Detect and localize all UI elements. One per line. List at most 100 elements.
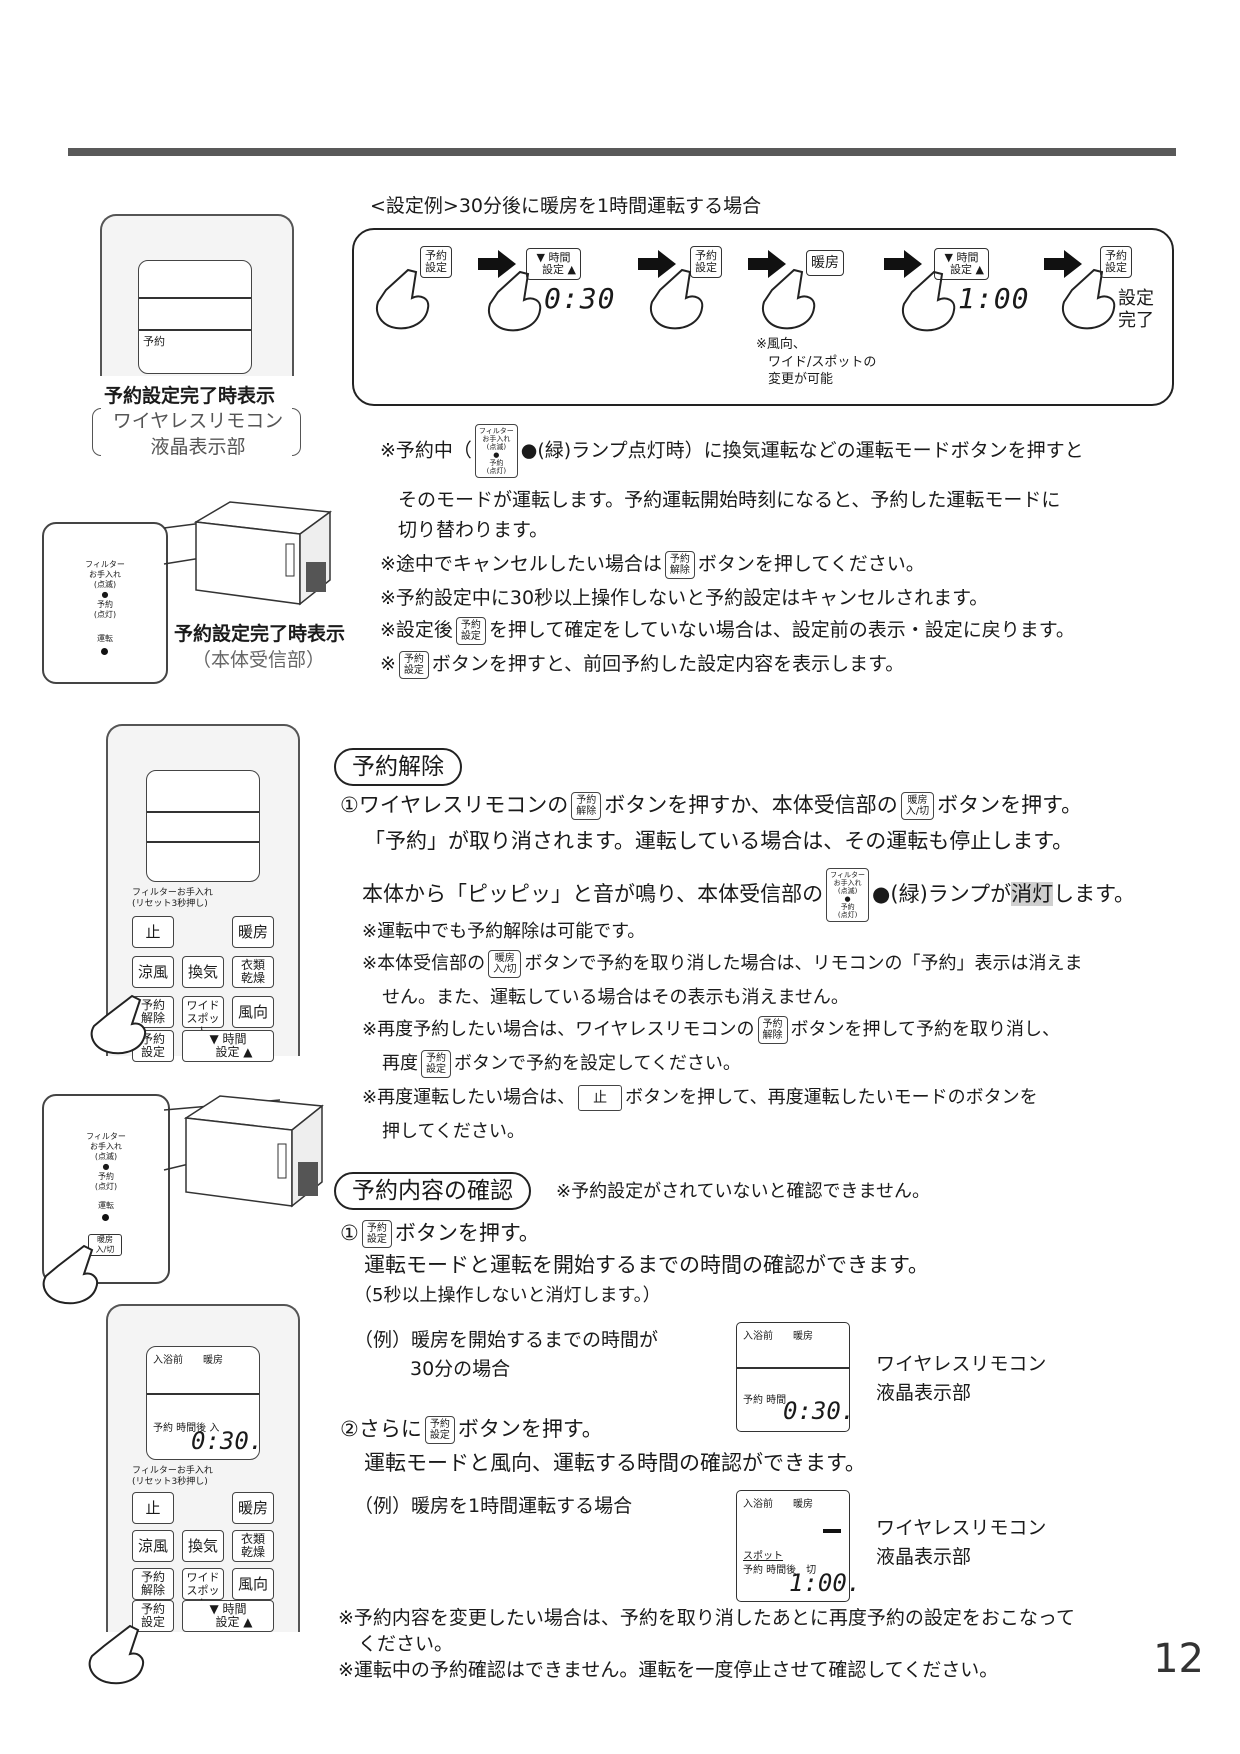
flow-key-reserve-set: 予約 設定 bbox=[420, 246, 452, 278]
hand-press-icon bbox=[650, 268, 704, 330]
remote-lcd bbox=[146, 770, 260, 882]
note-previous: ※予約 設定ボタンを押すと、前回予約した設定内容を表示します。 bbox=[380, 650, 904, 679]
note-line2: そのモードが運転します。予約運転開始時刻になると、予約した運転モードに bbox=[398, 489, 1061, 511]
note-after-setup: ※設定後予約 設定を押して確定をしていない場合は、設定前の表示・設定に戻ります。 bbox=[380, 616, 1075, 645]
confirm-step1-l2: 運転モードと運転を開始するまでの時間の確認ができます。 bbox=[364, 1253, 929, 1277]
hand-press-icon bbox=[42, 1244, 98, 1305]
dry-button[interactable]: 衣類 乾燥 bbox=[232, 1530, 274, 1562]
remote-illustration-mid: フィルターお手入れ (リセット3秒押し) 止 暖房 涼風 換気 衣類 乾燥 予約… bbox=[106, 724, 300, 1062]
stop-key: 止 bbox=[578, 1085, 623, 1111]
remote-illustration-top: 予約 bbox=[100, 214, 294, 376]
reserve-set-key: 予約 設定 bbox=[424, 1416, 455, 1444]
stop-button[interactable]: 止 bbox=[132, 1492, 174, 1524]
wide-spot-button[interactable]: ワイド スポット bbox=[182, 996, 224, 1038]
cancel-note4-l2: 押してください。 bbox=[382, 1121, 525, 1142]
flow-key-reserve-set: 予約 設定 bbox=[1100, 246, 1132, 278]
direction-button[interactable]: 風向 bbox=[232, 1568, 274, 1600]
hand-press-icon bbox=[376, 268, 430, 330]
flow-time-1-00: 1:00 bbox=[958, 282, 1030, 315]
cancel-step1-l2: 「予約」が取り消されます。運転している場合は、その運転も停止します。 bbox=[364, 829, 1074, 853]
hand-press-icon bbox=[762, 268, 816, 330]
lcd-top-label: 入浴前 暖房 bbox=[743, 1499, 813, 1510]
flow-key-time-set: ▼ 時間 設定 ▲ bbox=[526, 248, 581, 280]
reserve-set-key: 予約 設定 bbox=[421, 1050, 451, 1078]
confirm-footnote1: ※予約内容を変更したい場合は、予約を取り消したあとに再度予約の設定をおこなって bbox=[338, 1607, 1075, 1629]
cancel-note3: ※再度予約したい場合は、ワイヤレスリモコンの予約 解除ボタンを押して予約を取り消… bbox=[362, 1016, 1060, 1044]
hand-press-icon bbox=[902, 270, 956, 332]
receiver-caption: 予約設定完了時表示 bbox=[174, 623, 346, 645]
reserve-set-key: 予約 設定 bbox=[455, 616, 486, 645]
hand-press-icon bbox=[488, 270, 542, 332]
reserve-set-key: 予約 設定 bbox=[361, 1220, 392, 1248]
hand-press-icon bbox=[88, 1624, 144, 1685]
time-set-button[interactable]: ▼ 時間 設定 ▲ bbox=[182, 1600, 274, 1632]
cancel-note1: ※運転中でも予約解除は可能です。 bbox=[362, 921, 646, 942]
note-30sec: ※予約設定中に30秒以上操作しないと予約設定はキャンセルされます。 bbox=[380, 587, 989, 609]
confirm-step2-l2: 運転モードと風向、運転する時間の確認ができます。 bbox=[364, 1451, 866, 1475]
lcd-example2: 入浴前 暖房 スポット 予約 時間後 切 1:00. bbox=[736, 1490, 861, 1602]
receiver-panel-labels: フィルター お手入れ (点滅) ● 予約 (点灯) bbox=[86, 1132, 126, 1191]
remote-lcd: 入浴前 暖房 予約 時間後 入 0:30. bbox=[146, 1346, 263, 1460]
header-rule bbox=[68, 148, 1176, 156]
confirm-heading: 予約内容の確認 bbox=[334, 1172, 531, 1210]
confirm-step2: ②さらに予約 設定ボタンを押す。 bbox=[340, 1414, 603, 1446]
heat-button[interactable]: 暖房 bbox=[232, 1492, 274, 1524]
dry-button[interactable]: 衣類 乾燥 bbox=[232, 956, 274, 988]
flow-note: ※風向、 ワイド/スポットの 変更が可能 bbox=[756, 337, 877, 388]
receiver-panel-top: フィルター お手入れ (点滅) ● 予約 (点灯) 運転 bbox=[42, 522, 168, 684]
stop-button[interactable]: 止 bbox=[132, 916, 174, 948]
hand-press-icon bbox=[90, 994, 146, 1055]
direction-button[interactable]: 風向 bbox=[232, 996, 274, 1028]
vent-button[interactable]: 換気 bbox=[182, 956, 224, 988]
lcd-caption: ワイヤレスリモコン 液晶表示部 bbox=[876, 1353, 1047, 1404]
cancel-note2: ※本体受信部の暖房 入/切ボタンで予約を取り消した場合は、リモコンの「予約」表示… bbox=[362, 950, 1082, 978]
note-during-reserve: ※予約中（フィルター お手入れ (点滅) ● 予約 (点灯)●(緑)ランプ点灯時… bbox=[380, 424, 1084, 478]
confirm-footnote2: ※運転中の予約確認はできません。運転を一度停止させて確認してください。 bbox=[338, 1659, 999, 1681]
confirm-example1: （例）暖房を開始するまでの時間が 30分の場合 bbox=[354, 1329, 659, 1380]
confirm-example2: （例）暖房を1時間運転する場合 bbox=[354, 1495, 633, 1517]
cancel-heading: 予約解除 bbox=[334, 748, 462, 786]
lcd-mid-label: 予約 時間後 入 bbox=[153, 1423, 220, 1434]
unit-body-icon bbox=[183, 1095, 324, 1208]
filter-label: フィルターお手入れ (リセット3秒押し) bbox=[132, 888, 213, 909]
paren-left bbox=[92, 408, 101, 456]
lcd-time-value: 0:30. bbox=[783, 1397, 856, 1425]
reserve-cancel-button[interactable]: 予約 解除 bbox=[132, 996, 174, 1028]
reserve-cancel-key: 予約 解除 bbox=[571, 792, 602, 820]
receiver-run-label: 運転 bbox=[97, 634, 113, 643]
reserve-set-button[interactable]: 予約 設定 bbox=[132, 1600, 174, 1632]
unit-heat-onoff-button[interactable]: 暖房 入/切 bbox=[88, 1234, 122, 1256]
receiver-run-label: 運転 bbox=[98, 1201, 114, 1210]
receiver-panel-mid: フィルター お手入れ (点滅) ● 予約 (点灯) 運転 暖房 入/切 bbox=[42, 1094, 170, 1284]
time-set-button[interactable]: ▼ 時間 設定 ▲ bbox=[182, 1030, 274, 1062]
remote-caption: 予約設定完了時表示 bbox=[104, 385, 276, 407]
setup-flow-box: 予約 設定 ▼ 時間 設定 ▲ 0:30 予約 設定 暖房 ※風向、 ワイド/ス… bbox=[352, 228, 1174, 406]
paren-right bbox=[292, 408, 301, 456]
cool-button[interactable]: 涼風 bbox=[132, 956, 174, 988]
example-title: <設定例>30分後に暖房を1時間運転する場合 bbox=[370, 195, 762, 217]
run-lamp-icon bbox=[101, 648, 108, 655]
cancel-note3-l2: 再度予約 設定ボタンで予約を設定してください。 bbox=[382, 1050, 741, 1078]
reserve-set-key: 予約 設定 bbox=[398, 650, 429, 679]
run-lamp-icon bbox=[102, 1214, 109, 1221]
wide-spot-button[interactable]: ワイド スポット bbox=[182, 1568, 224, 1610]
unit-body-icon bbox=[193, 501, 333, 606]
heat-button[interactable]: 暖房 bbox=[232, 916, 274, 948]
flow-key-reserve-set: 予約 設定 bbox=[690, 246, 722, 278]
note-cancel-midway: ※途中でキャンセルしたい場合は予約 解除ボタンを押してください。 bbox=[380, 550, 925, 579]
unit-heat-onoff-key: 暖房 入/切 bbox=[488, 950, 522, 978]
lcd-time-value: 1:00. bbox=[789, 1569, 862, 1597]
lcd-reserve-label: 予約 bbox=[143, 335, 165, 348]
filter-label: フィルターお手入れ (リセット3秒押し) bbox=[132, 1466, 213, 1487]
page-number: 12 bbox=[1153, 1636, 1204, 1682]
confirm-heading-note: ※予約設定がされていないと確認できません。 bbox=[556, 1181, 930, 1202]
lcd-top-label: 入浴前 暖房 bbox=[743, 1331, 813, 1342]
flow-key-heat: 暖房 bbox=[806, 250, 844, 276]
cancel-note4: ※再度運転したい場合は、止ボタンを押して、再度運転したいモードのボタンを bbox=[362, 1084, 1038, 1111]
reserve-cancel-button[interactable]: 予約 解除 bbox=[132, 1568, 174, 1600]
receiver-panel-labels: フィルター お手入れ (点滅) ● 予約 (点灯) bbox=[85, 560, 125, 619]
flow-setup-complete: 設定 完了 bbox=[1118, 288, 1154, 331]
cool-button[interactable]: 涼風 bbox=[132, 1530, 174, 1562]
vent-button[interactable]: 換気 bbox=[182, 1530, 224, 1562]
